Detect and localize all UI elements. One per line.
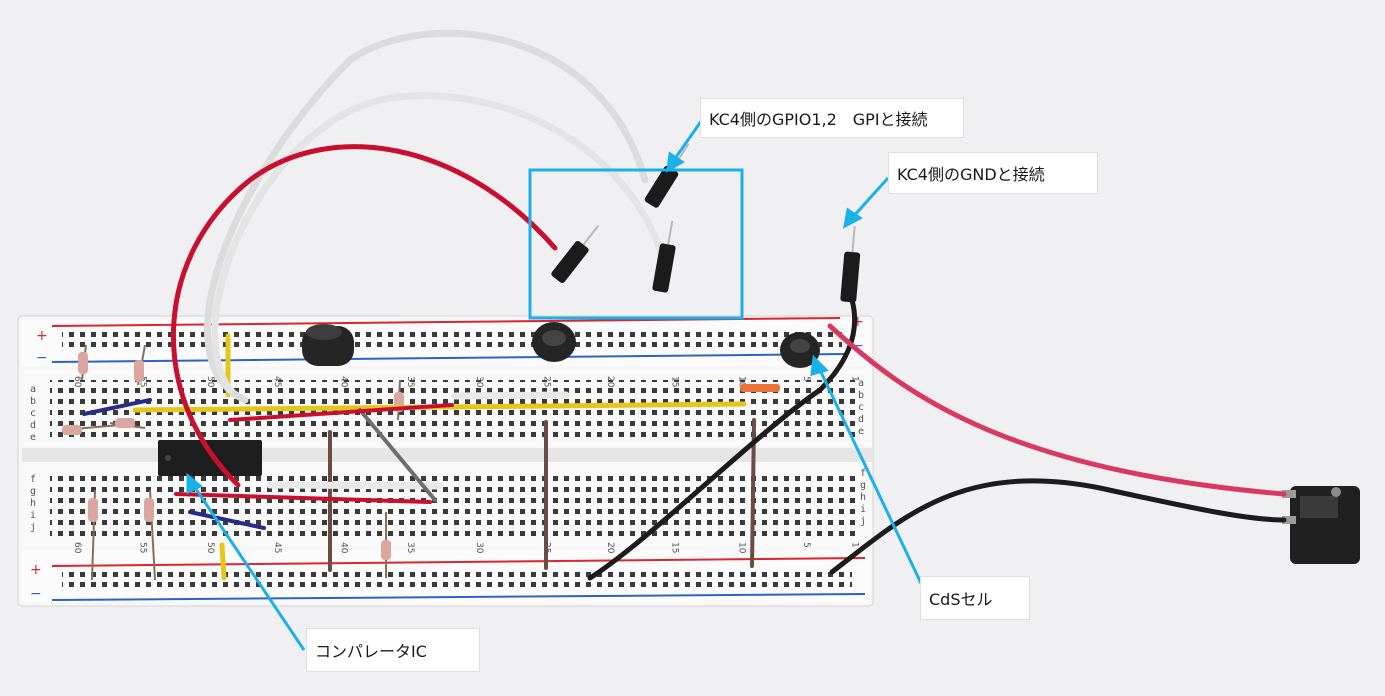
callout-cds-label: CdSセル [920,576,1030,620]
row-letter-a: a [858,378,864,389]
row-letter-c: c [30,408,36,419]
column-number-35: 35 [405,376,415,387]
callout-gnd-label: KC4側のGNDと接続 [888,152,1098,194]
navy-wires [82,398,266,530]
column-number-60: 60 [72,542,82,554]
column-number-45: 45 [272,542,282,553]
column-number-40: 40 [338,542,348,554]
black-wire-jack [829,478,1287,575]
row-letter-c: c [858,402,864,413]
top-rail-plus-sign: + [36,328,48,344]
bottom-blue-rail-line [51,593,866,601]
column-number-40: 40 [338,376,348,388]
white-wire-front [211,92,666,394]
top-rail-minus-sign: − [36,350,48,366]
column-number-30: 30 [474,542,484,554]
row-letter-d: d [858,414,864,425]
top-blue-rail-line [51,353,846,363]
row-letter-j: j [30,522,36,533]
column-number-60: 60 [72,376,82,388]
column-number-50: 50 [205,542,215,554]
bottom-red-rail-line [51,557,866,567]
row-letter-i: i [30,510,36,521]
top-rail-plus-sign-right: + [852,314,864,330]
jumper-pins [551,143,861,303]
row-letter-f: f [30,474,36,485]
red-wire-jack [827,323,1287,497]
bottom-rail-minus-sign: − [30,586,42,602]
red-short-wires [174,403,454,504]
gray-jumper [358,408,437,502]
column-number-1: 1 [850,542,860,548]
column-number-55: 55 [137,376,147,387]
row-letter-i: i [860,504,866,515]
orange-capacitor [740,384,780,392]
row-letter-e: e [30,432,36,443]
row-letter-e: e [858,426,864,437]
column-number-35: 35 [405,542,415,553]
row-letter-j: j [860,516,866,527]
column-number-20: 20 [605,542,615,554]
black-wire-gnd [587,297,858,581]
components [61,322,1360,581]
row-letter-b: b [858,390,864,401]
comparator-ic-chip [158,440,262,476]
cds-cell-right [780,332,820,368]
column-number-30: 30 [474,376,484,388]
column-number-45: 45 [272,376,282,387]
row-letter-d: d [30,420,36,431]
dc-jack [1282,486,1360,564]
column-number-10: 10 [736,376,746,388]
column-number-5: 5 [801,376,811,382]
row-letter-g: g [30,486,36,497]
column-number-10: 10 [736,542,746,554]
row-letter-b: b [30,396,36,407]
gpio-highlight-box [528,168,744,320]
black-wire-pin [840,226,861,303]
white-short-wires [266,391,570,490]
white-wire-back [204,29,649,404]
bottom-rail-plus-sign: + [30,562,42,578]
callout-gpio-label: KC4側のGPIO1,2 GPIと接続 [700,98,964,138]
column-number-25: 25 [541,376,551,387]
red-wire-gpio [171,144,558,488]
callout-leaders [186,119,930,651]
cds-cell-middle [532,322,576,362]
column-number-20: 20 [605,376,615,388]
resistors [61,344,404,581]
top-rail-minus-sign-right: − [852,338,864,354]
column-number-15: 15 [670,542,680,553]
callout-comparator-label: コンパレータIC [306,628,480,672]
white-wire-pin-2 [652,220,676,293]
row-letter-f: f [860,468,866,479]
column-number-1: 1 [850,376,860,382]
column-number-15: 15 [670,376,680,387]
column-number-5: 5 [801,542,811,548]
cds-cell-left [302,324,354,366]
column-number-50: 50 [205,376,215,388]
row-letter-h: h [860,492,866,503]
row-letter-g: g [860,480,866,491]
column-number-55: 55 [137,542,147,553]
row-letter-h: h [30,498,36,509]
long-wires [171,29,1287,581]
row-letter-a: a [30,384,36,395]
red-wire-pin [551,225,600,284]
